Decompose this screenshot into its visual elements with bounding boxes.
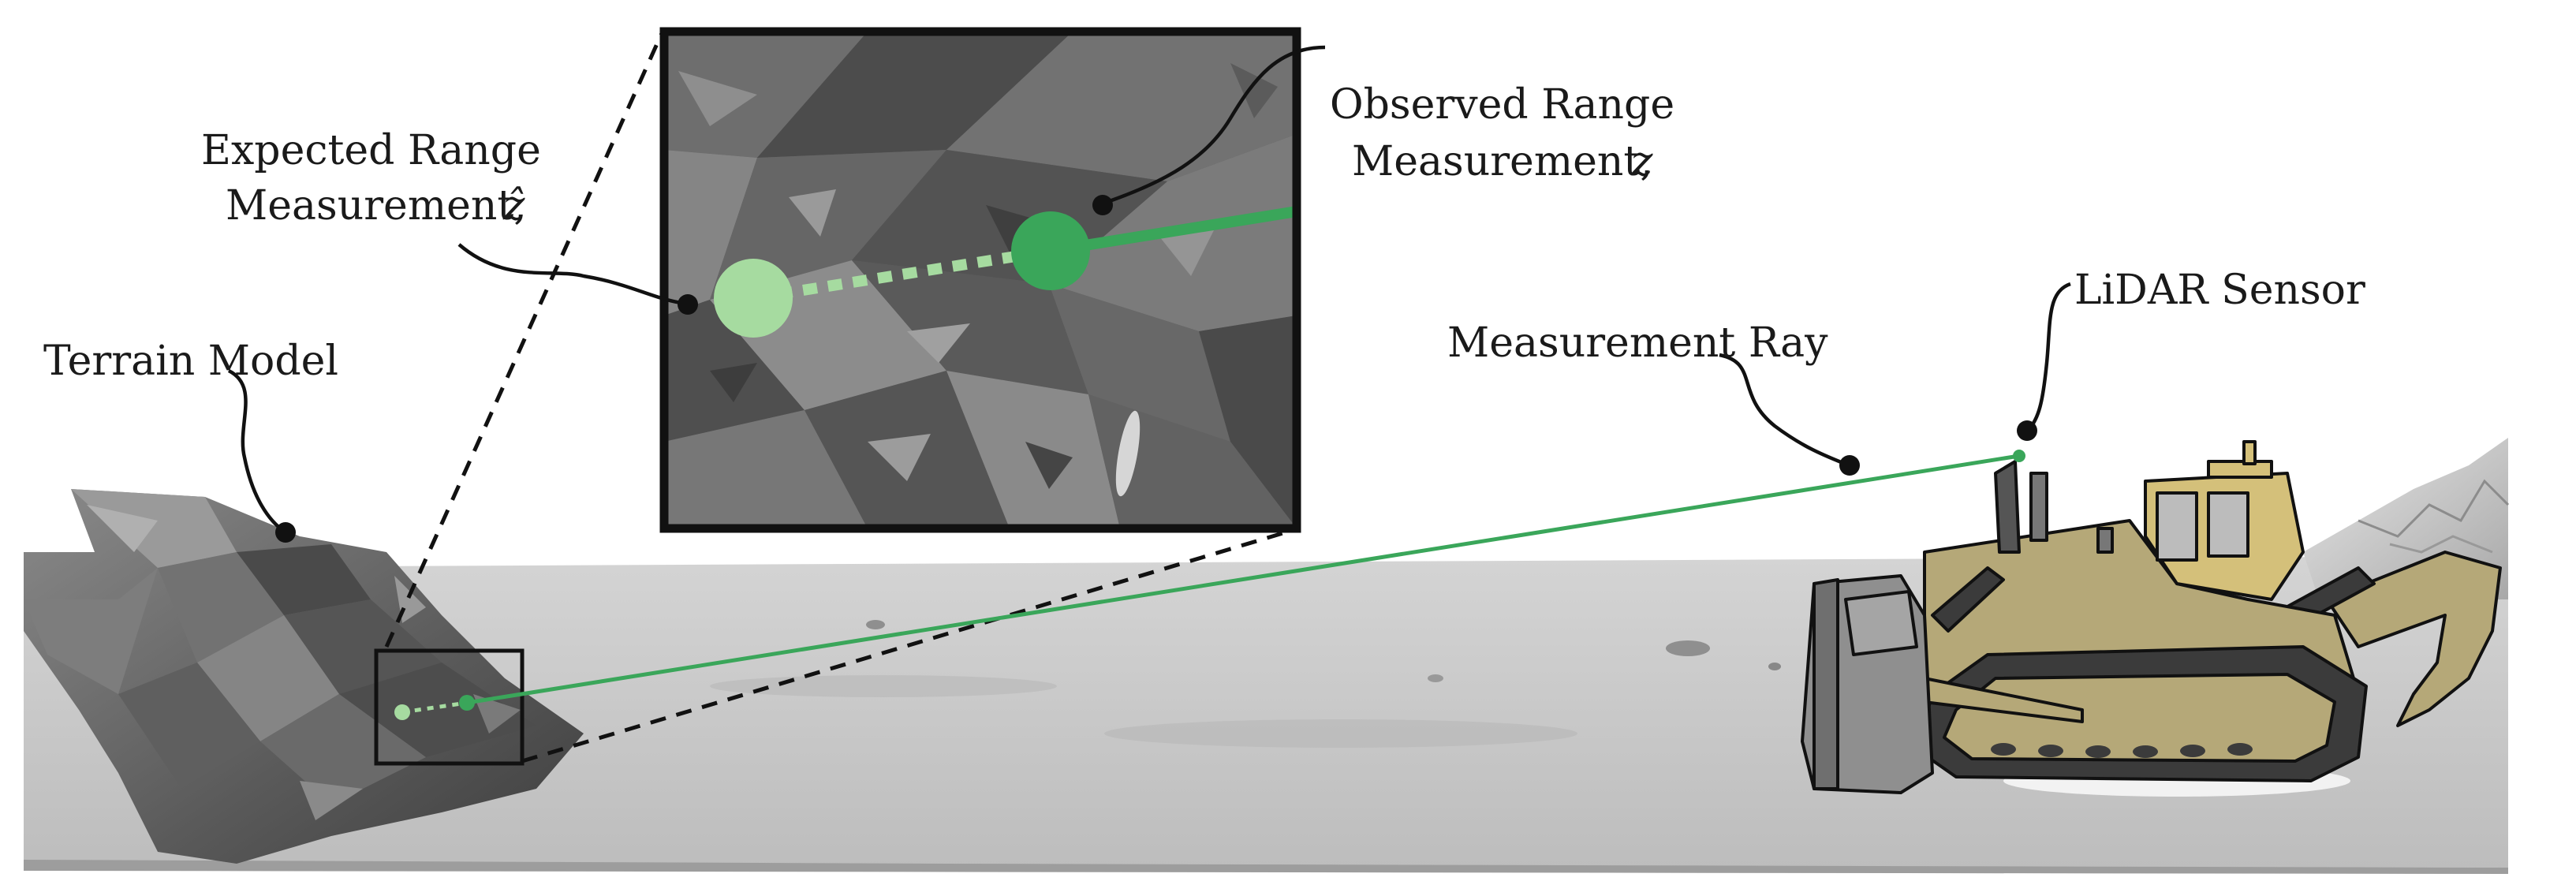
leader-dots: [275, 195, 2037, 543]
inset-expected-point: [714, 259, 793, 338]
terrain-model: [24, 489, 584, 864]
zoom-region-box: [374, 648, 525, 766]
observed-label-line2: Measurement,: [1352, 138, 1653, 185]
inset-observed-point: [1011, 211, 1090, 290]
bulldozer: [1801, 440, 2502, 794]
lidar-sensor-dot: [2013, 450, 2025, 462]
lidar-sensor-label: LiDAR Sensor: [2074, 267, 2365, 314]
expected-label-line2: Measurement,: [226, 182, 527, 230]
expected-symbol: ẑ: [502, 182, 525, 230]
scene-expected-point: [394, 704, 410, 720]
inset-zoom-view: [659, 27, 1301, 533]
observed-label-line1: Observed Range: [1330, 81, 1674, 129]
scene-observed-point: [459, 695, 475, 711]
terrain-model-label: Terrain Model: [43, 338, 338, 385]
measurement-ray-label: Measurement Ray: [1447, 319, 1828, 367]
observed-leader-dot: [1092, 195, 1113, 215]
lidar-leader-dot: [2017, 420, 2037, 441]
ray-leader-dot: [1839, 455, 1860, 476]
terrain-leader-dot: [275, 522, 296, 543]
expected-label-line1: Expected Range: [201, 127, 541, 174]
labels: Expected Range Measurement, ẑ Observed R…: [43, 81, 2365, 385]
expected-leader-dot: [678, 294, 698, 315]
observed-symbol: z: [1630, 138, 1653, 185]
zoom-connector-lines: [384, 30, 1294, 763]
measurement-ray: [394, 454, 2020, 720]
leader-lines: [227, 45, 2071, 534]
